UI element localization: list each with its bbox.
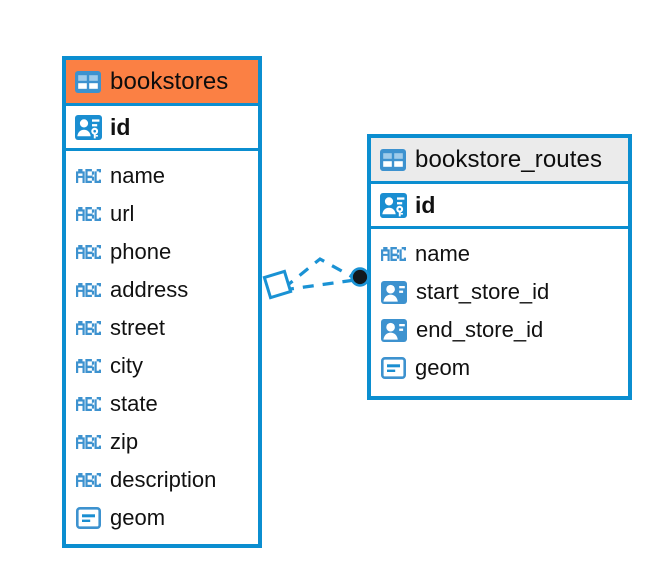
field-label: zip (110, 429, 139, 454)
field-label: city (110, 353, 143, 378)
field-label: end_store_id (416, 317, 544, 342)
foreign-key-icon (381, 280, 407, 304)
field-row-start-store-id[interactable]: start_store_id (371, 273, 628, 311)
abc-text-icon (76, 169, 101, 183)
geometry-icon (75, 506, 101, 529)
field-row-url[interactable]: url (66, 195, 258, 233)
field-row-city[interactable]: city (66, 347, 258, 385)
abc-text-icon (76, 435, 101, 449)
filled-circle-marker (350, 267, 370, 287)
field-list-bookstores: name url (66, 151, 258, 544)
field-row-primary-key[interactable]: id (371, 184, 628, 229)
field-row-zip[interactable]: zip (66, 423, 258, 461)
field-row-geom[interactable]: geom (66, 499, 258, 537)
entity-bookstores[interactable]: bookstores id (62, 56, 262, 548)
field-label: geom (415, 355, 471, 380)
table-icon (75, 70, 101, 93)
field-row-primary-key[interactable]: id (66, 106, 258, 151)
field-row-phone[interactable]: phone (66, 233, 258, 271)
entity-header-bookstore-routes[interactable]: bookstore_routes (371, 138, 628, 184)
field-row-name[interactable]: name (371, 235, 628, 273)
field-row-state[interactable]: state (66, 385, 258, 423)
field-label: name (110, 163, 166, 188)
field-label: state (110, 391, 158, 416)
entity-header-bookstores[interactable]: bookstores (66, 60, 258, 106)
abc-text-icon (76, 245, 101, 259)
field-label: url (110, 201, 135, 226)
field-label: geom (110, 505, 166, 530)
field-row-geom[interactable]: geom (371, 349, 628, 387)
abc-text-icon (76, 321, 101, 335)
abc-text-icon (381, 247, 406, 261)
abc-text-icon (76, 473, 101, 487)
field-list-bookstore-routes: name start_store_id (371, 229, 628, 394)
rotated-square-marker (262, 269, 293, 300)
field-row-end-store-id[interactable]: end_store_id (371, 311, 628, 349)
field-label: start_store_id (416, 279, 550, 304)
geometry-icon (380, 356, 406, 379)
abc-text-icon (76, 283, 101, 297)
field-row-name[interactable]: name (66, 157, 258, 195)
table-icon (380, 148, 406, 171)
field-label: id (415, 191, 436, 218)
field-label: description (110, 467, 217, 492)
field-row-description[interactable]: description (66, 461, 258, 499)
field-label: name (415, 241, 471, 266)
field-label: id (110, 113, 131, 140)
field-label: street (110, 315, 166, 340)
entity-title: bookstores (110, 67, 229, 95)
primary-key-icon (380, 192, 407, 218)
relationship-line-lower (282, 278, 356, 292)
field-label: address (110, 277, 189, 302)
entity-title: bookstore_routes (415, 145, 603, 173)
field-row-address[interactable]: address (66, 271, 258, 309)
abc-text-icon (76, 359, 101, 373)
entity-bookstore-routes[interactable]: bookstore_routes id (367, 134, 632, 400)
field-row-street[interactable]: street (66, 309, 258, 347)
foreign-key-icon (381, 318, 407, 342)
abc-text-icon (76, 397, 101, 411)
primary-key-icon (75, 114, 102, 140)
abc-text-icon (76, 207, 101, 221)
relationship-line-upper (282, 257, 357, 290)
field-label: phone (110, 239, 172, 264)
